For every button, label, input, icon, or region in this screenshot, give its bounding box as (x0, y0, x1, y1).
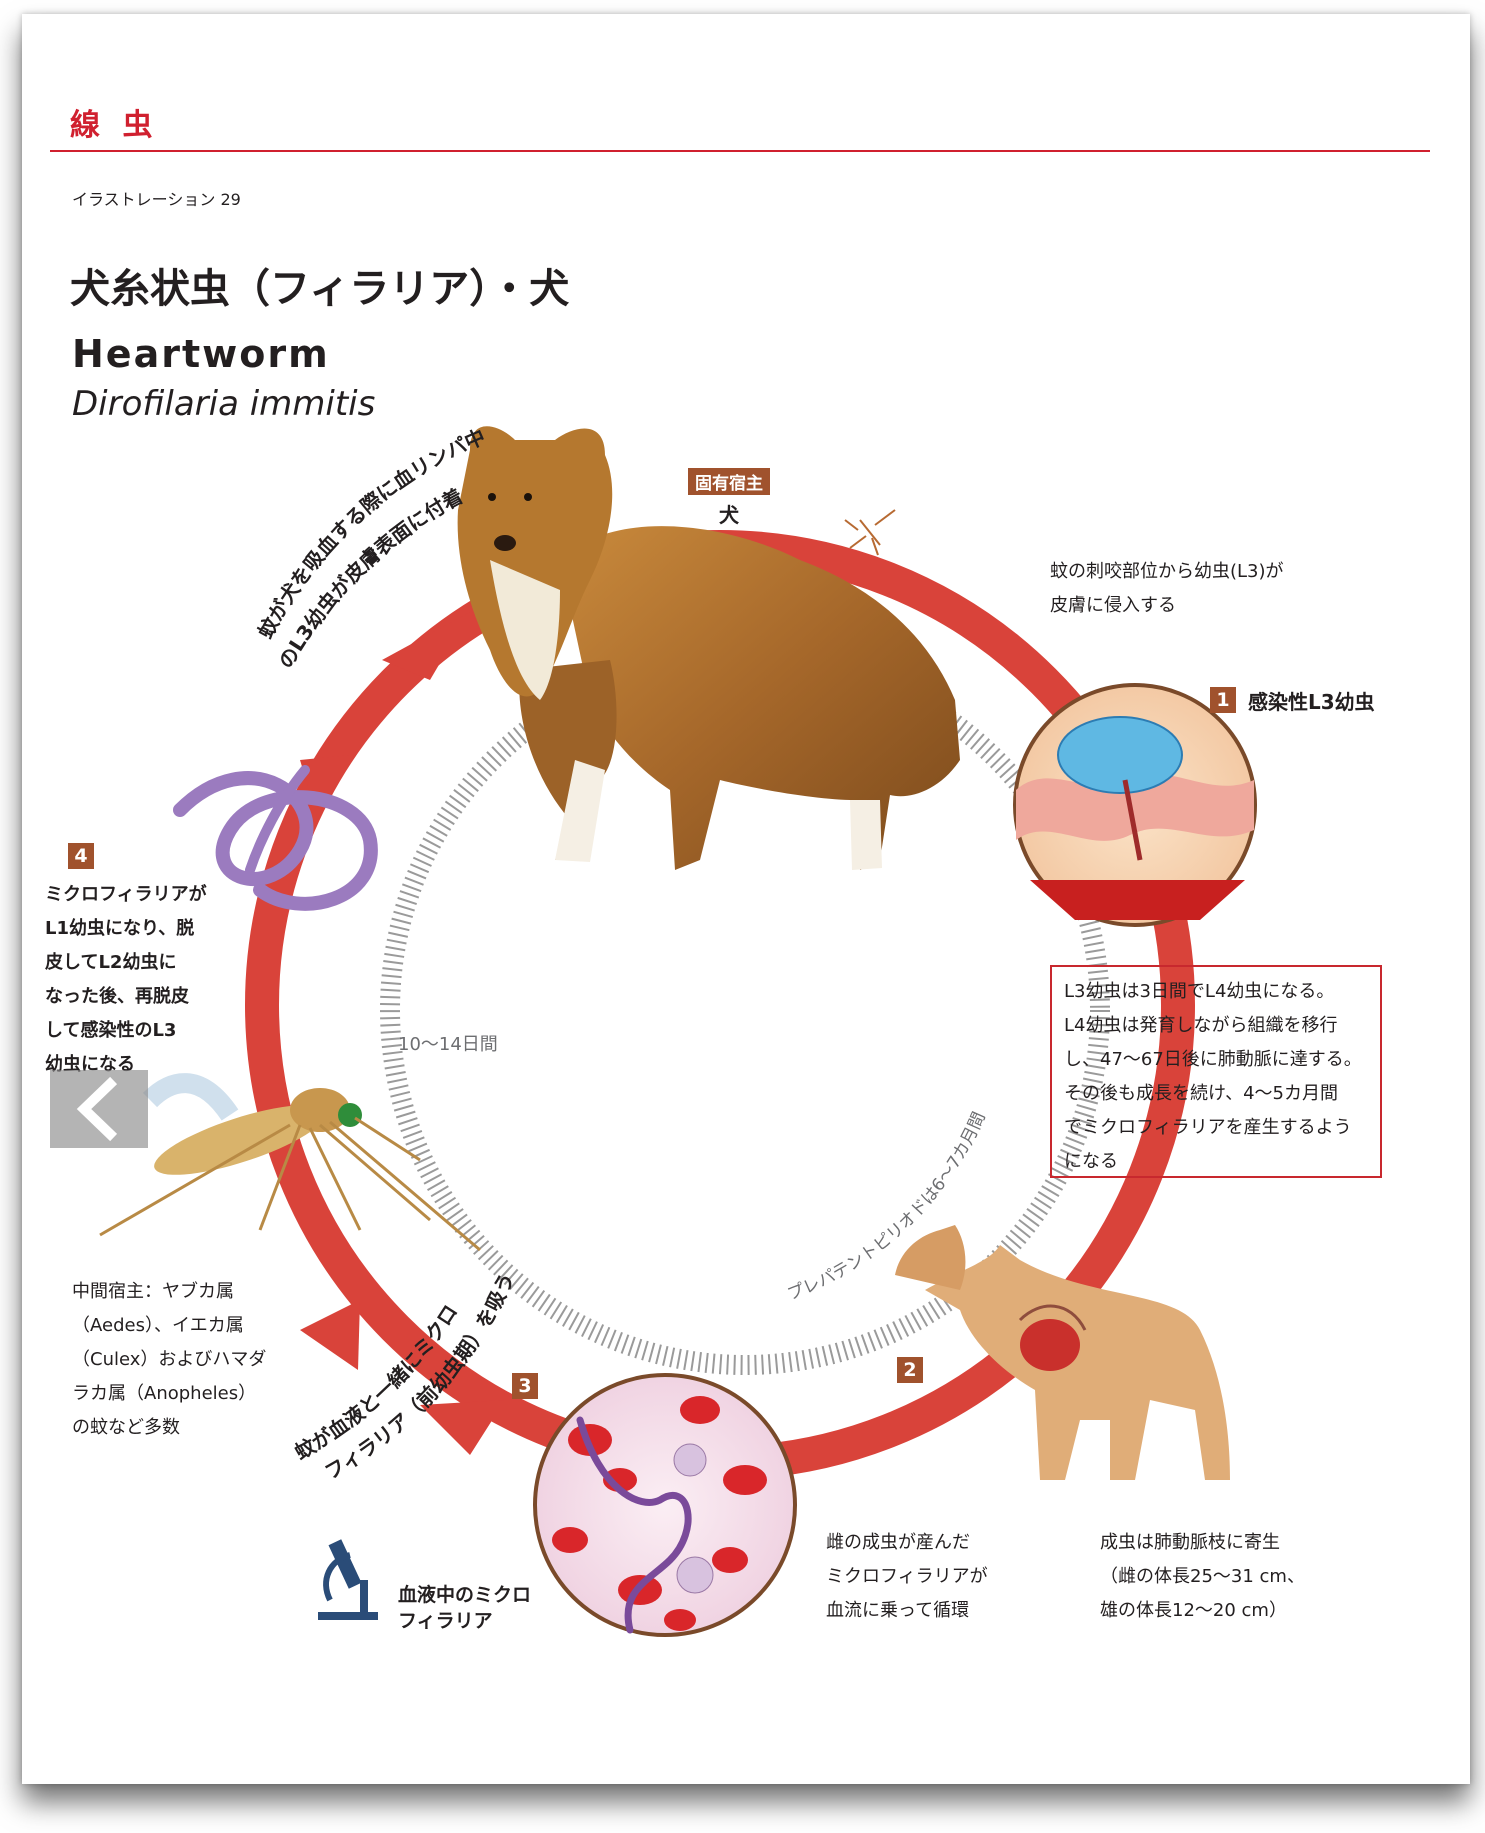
box-line: でミクロフィラリアを産生するよう (1064, 1117, 1352, 1138)
step2-line: 血流に乗って循環 (826, 1600, 970, 1621)
dog-illustration (457, 426, 960, 870)
section-rule (50, 150, 1430, 152)
arrow-head-top (382, 612, 470, 680)
step2-right-text: 成虫は肺動脈枝に寄生 （雌の体長25～31 cm、 雄の体長12～20 cm） (1100, 1526, 1305, 1628)
dog-with-heart-illustration (895, 1225, 1230, 1480)
intermediate-host-line: ラカ属（Anopheles） (72, 1383, 257, 1404)
step1-number: 1 (1210, 687, 1236, 713)
step1-intro-line: 皮膚に侵入する (1050, 595, 1176, 616)
mosquito-illustration (99, 1073, 481, 1252)
arrow-head-bottom-left (420, 1400, 505, 1455)
intermediate-host-text: 中間宿主：ヤブカ属 （Aedes）、イエカ属 （Culex）およびハマダ ラカ属… (72, 1275, 266, 1445)
inner-period-left: 10～14日間 (398, 1034, 498, 1055)
step4-line: 幼虫になる (45, 1054, 135, 1075)
step4-line: L1幼虫になり、脱 (45, 918, 195, 939)
step4-line: ミクロフィラリアが (45, 884, 207, 905)
step4-number: 4 (68, 843, 94, 869)
step2-line: （雌の体長25～31 cm、 (1100, 1566, 1305, 1587)
box-line: その後も成長を続け、4～5カ月間 (1064, 1083, 1339, 1104)
box-line: し、47～67日後に肺動脈に達する。 (1064, 1049, 1362, 1070)
step1-intro-line: 蚊の刺咬部位から幼虫(L3)が (1050, 561, 1284, 582)
step2-number: 2 (897, 1357, 923, 1383)
section-title: 線 虫 (70, 108, 159, 143)
intermediate-host-line: （Culex）およびハマダ (72, 1349, 267, 1370)
intermediate-host-line: （Aedes）、イエカ属 (72, 1315, 244, 1336)
step2-line: 雌の成虫が産んだ (826, 1532, 970, 1553)
intermediate-host-line: の蚊など多数 (72, 1417, 180, 1438)
illustration-number: イラストレーション 29 (72, 190, 241, 209)
step1-intro: 蚊の刺咬部位から幼虫(L3)が 皮膚に侵入する (1050, 555, 1284, 623)
step1-description-box: L3幼虫は3日間でL4幼虫になる。 L4幼虫は発育しながら組織を移行 し、47～… (1050, 965, 1382, 1178)
step4-line: 皮してL2幼虫に (45, 952, 177, 973)
step2-line: ミクロフィラリアが (826, 1566, 988, 1587)
step1-label: 感染性L3幼虫 (1248, 690, 1375, 714)
box-line: L4幼虫は発育しながら組織を移行 (1064, 1015, 1338, 1036)
step2-left-text: 雌の成虫が産んだ ミクロフィラリアが 血流に乗って循環 (826, 1526, 988, 1628)
step4-line: なった後、再脱皮 (45, 986, 189, 1007)
blood-smear-circle (533, 1373, 797, 1637)
definitive-host-label: 固有宿主 犬 (688, 468, 770, 528)
step3-number: 3 (512, 1373, 538, 1399)
larva-tail (245, 765, 310, 875)
step4-text: ミクロフィラリアが L1幼虫になり、脱 皮してL2幼虫に なった後、再脱皮 して… (45, 878, 207, 1082)
microscope-icon (318, 1539, 378, 1620)
previous-page-button[interactable] (50, 1070, 148, 1148)
definitive-host-tag: 固有宿主 (688, 468, 770, 495)
chevron-left-icon (76, 1076, 118, 1142)
microscope-label-line: フィラリア (398, 1610, 493, 1632)
arc-label-top-line1: 蚊が犬を吸血する際に血リンパ中 (253, 424, 489, 642)
page-title-en: Heartworm (72, 332, 330, 376)
page-title-ja: 犬糸状虫（フィラリア）・犬 (70, 266, 570, 312)
box-line: L3幼虫は3日間でL4幼虫になる。 (1064, 981, 1335, 1002)
inner-dashed-circle (380, 645, 1110, 1375)
scientific-name: Dirofilaria immitis (72, 384, 376, 424)
small-mosquito-icon (844, 509, 896, 556)
step4-line: して感染性のL3 (45, 1020, 177, 1041)
step2-line: 雄の体長12～20 cm） (1100, 1600, 1287, 1621)
skin-section-circle (1013, 683, 1257, 927)
microscope-label: 血液中のミクロ フィラリア (398, 1582, 531, 1634)
intermediate-host-line: 中間宿主：ヤブカ属 (72, 1281, 234, 1302)
microscope-label-line: 血液中のミクロ (398, 1584, 532, 1606)
step2-line: 成虫は肺動脈枝に寄生 (1100, 1532, 1280, 1553)
box-line: になる (1064, 1151, 1118, 1172)
arrow-head-lower-left (300, 1300, 360, 1370)
arrow-head-left (300, 755, 350, 820)
definitive-host-name: 犬 (719, 503, 739, 527)
